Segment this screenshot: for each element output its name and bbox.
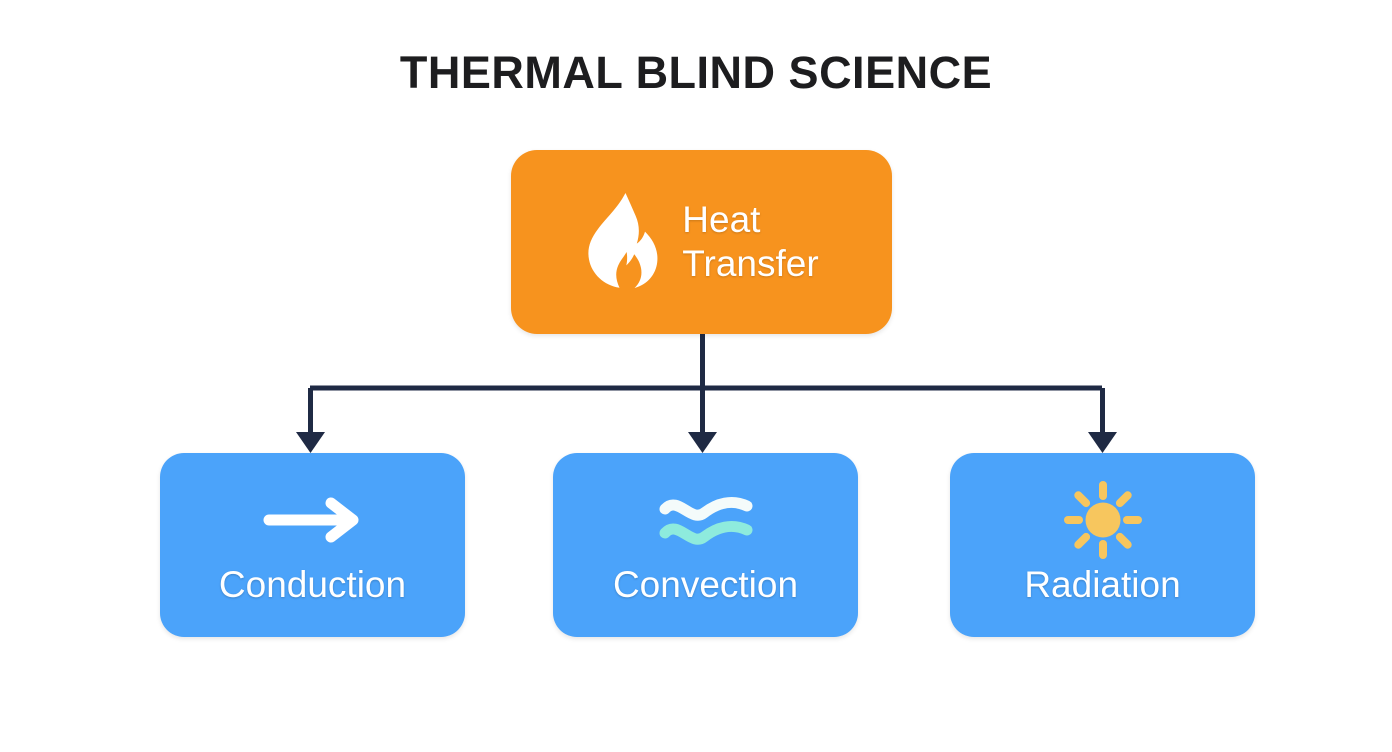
node-radiation[interactable]: Radiation xyxy=(950,453,1255,637)
arrowhead-radiation xyxy=(1088,432,1117,453)
waves-icon xyxy=(658,483,754,557)
node-conduction[interactable]: Conduction xyxy=(160,453,465,637)
node-radiation-label: Radiation xyxy=(1024,564,1181,605)
node-conduction-label: Conduction xyxy=(218,564,407,605)
sun-icon xyxy=(1063,481,1143,559)
flame-icon xyxy=(584,191,660,293)
arrowhead-convection xyxy=(688,432,717,453)
node-convection-label: Convection xyxy=(612,564,799,605)
right-arrow-icon xyxy=(261,483,365,557)
root-label-line-1: Heat xyxy=(682,199,761,240)
arrowhead-conduction xyxy=(296,432,325,453)
node-heat-transfer[interactable]: Heat Transfer xyxy=(511,150,892,334)
page-title: THERMAL BLIND SCIENCE xyxy=(399,47,993,98)
root-label-line-2: Transfer xyxy=(682,243,819,284)
node-heat-transfer-label: Heat Transfer xyxy=(682,198,818,286)
node-convection[interactable]: Convection xyxy=(553,453,858,637)
